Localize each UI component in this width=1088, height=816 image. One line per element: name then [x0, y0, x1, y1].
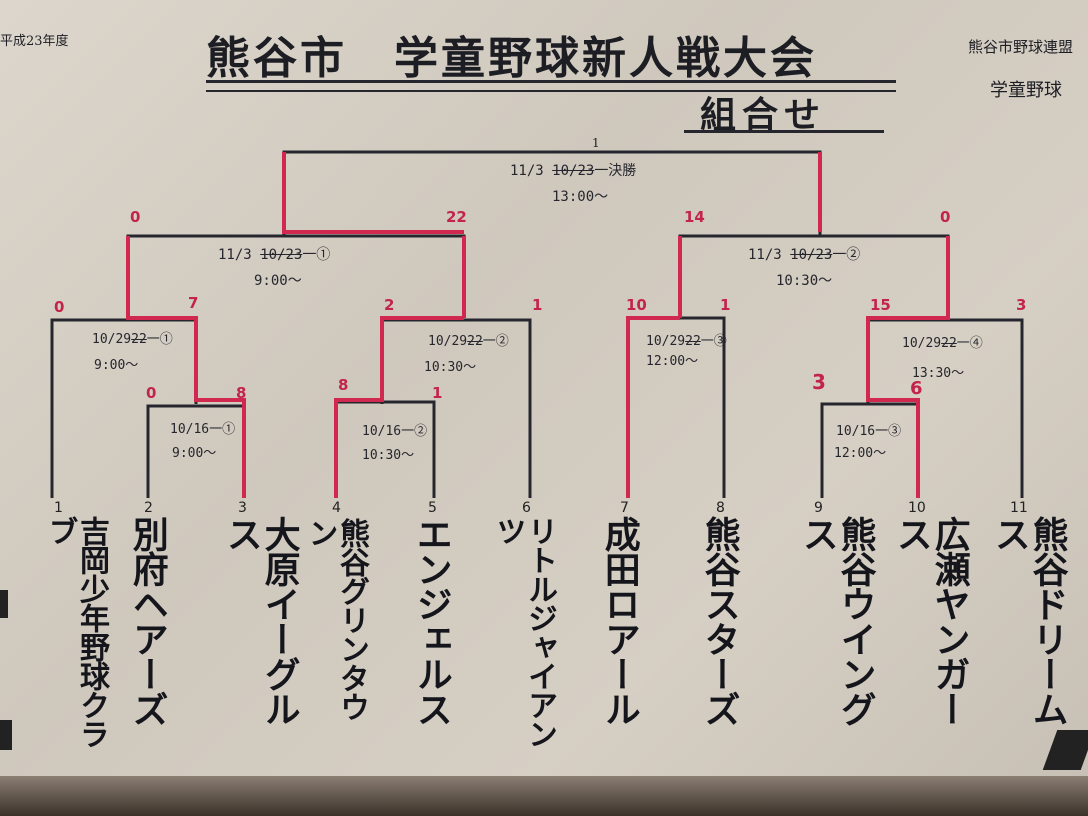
- q4-time: 13:30〜: [912, 366, 965, 381]
- score-q1-right: 7: [188, 294, 199, 312]
- winner-line: [126, 236, 246, 498]
- page-subtitle: 組合せ: [700, 94, 827, 136]
- semi1-time: 9:00〜: [254, 273, 302, 289]
- score-semi2-left: 14: [684, 208, 705, 226]
- bracket-sheet: [0, 0, 1088, 790]
- q1-time: 9:00〜: [94, 358, 139, 373]
- r3-time: 12:00〜: [834, 446, 887, 461]
- q2-date: 10/2922一②: [428, 334, 509, 349]
- semi2-date: 11/3 10/23一②: [748, 247, 861, 263]
- score-q4-right: 3: [1016, 296, 1027, 314]
- q3-date: 10/2922一③: [646, 334, 727, 349]
- team-name: リトルジャイアンツ: [490, 516, 558, 748]
- score-semi1-right: 22: [446, 208, 467, 226]
- score-q4-left: 15: [870, 296, 891, 314]
- r1-date: 10/16一①: [170, 422, 236, 437]
- slot-number: 1: [54, 500, 63, 516]
- team-name: 大原イーグルス: [220, 516, 301, 726]
- score-q2-right: 1: [532, 296, 543, 314]
- score-r2-left: 8: [338, 376, 349, 394]
- r1-time: 9:00〜: [172, 446, 217, 461]
- q2-time: 10:30〜: [424, 360, 477, 375]
- organizer-label: 熊谷市野球連盟: [968, 38, 1074, 56]
- slot-number: 10: [908, 500, 926, 516]
- slot-number: 2: [144, 500, 153, 516]
- clip-left-bottom: [0, 720, 12, 750]
- r2-time: 10:30〜: [362, 448, 415, 463]
- score-q2-left: 2: [384, 296, 395, 314]
- r2-date: 10/16一②: [362, 424, 428, 439]
- slot-number: 4: [332, 500, 341, 516]
- slot-number: 3: [238, 500, 247, 516]
- team-name: 熊谷グリンタウン: [302, 518, 370, 721]
- winner-line: [334, 316, 464, 498]
- score-q3-left: 10: [626, 296, 647, 314]
- q1-date: 10/2922一①: [92, 332, 173, 347]
- subtitle-underline: [684, 130, 884, 133]
- score-q3-right: 1: [720, 296, 731, 314]
- semi2-time: 10:30〜: [776, 273, 833, 289]
- table-edge: [0, 776, 1088, 816]
- final-date: 11/3 10/23一決勝: [510, 163, 637, 179]
- score-semi2-right: 0: [940, 208, 951, 226]
- r3-date: 10/16一③: [836, 424, 902, 439]
- team-name: 広瀬ヤンガース: [890, 516, 971, 726]
- winner-line: [866, 236, 950, 498]
- score-r2-right: 1: [432, 384, 443, 402]
- score-semi1-left: 0: [130, 208, 141, 226]
- title-underline-2: [206, 90, 896, 92]
- winner-line: [626, 316, 680, 498]
- score-r1-left: 0: [146, 384, 157, 402]
- team-name: 熊谷ウイングス: [796, 516, 877, 726]
- page-title: 熊谷市 学童野球新人戦大会: [206, 33, 817, 84]
- team-name: 熊谷ドリームス: [988, 516, 1069, 726]
- score-r1-right: 8: [236, 384, 247, 402]
- slot-number: 6: [522, 500, 531, 516]
- score-q1-left: 0: [54, 298, 65, 316]
- score-r3-right: 6: [910, 378, 923, 399]
- slot-number: 8: [716, 500, 725, 516]
- team-name: 熊谷スターズ: [698, 516, 741, 726]
- q3-time: 12:00〜: [646, 354, 699, 369]
- slot-number: 11: [1010, 500, 1028, 516]
- team-name: 吉岡少年野球クラブ: [42, 516, 110, 748]
- team-name: 成田ロアール: [598, 516, 641, 726]
- slot-number: 5: [428, 500, 437, 516]
- winner-line: [282, 152, 464, 234]
- q4-date: 10/2922一④: [902, 336, 983, 351]
- division-label: 学童野球: [990, 80, 1062, 101]
- clip-left-top: [0, 590, 8, 618]
- score-r3-left: 3: [812, 370, 826, 394]
- team-name: エンジェルス: [410, 516, 453, 726]
- title-underline: [206, 80, 896, 83]
- semi1-date: 11/3 10/23一①: [218, 247, 331, 263]
- team-name: 別府ヘアーズ: [126, 516, 169, 726]
- season-label: 平成23年度: [0, 34, 69, 49]
- slot-number: 7: [620, 500, 629, 516]
- match-number-final: 1: [592, 136, 600, 150]
- final-time: 13:00〜: [552, 189, 609, 205]
- slot-number: 9: [814, 500, 823, 516]
